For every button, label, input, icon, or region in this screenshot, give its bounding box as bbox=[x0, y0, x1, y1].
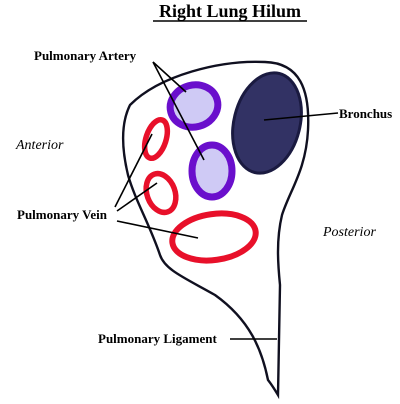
artery-leader-lower bbox=[152, 61, 205, 161]
posterior-label: Posterior bbox=[322, 225, 376, 240]
vein-leader-lower bbox=[116, 220, 199, 239]
pulmonary-artery-label: Pulmonary Artery bbox=[34, 48, 137, 63]
pulmonary-artery-lower bbox=[188, 141, 236, 201]
pulmonary-ligament-label: Pulmonary Ligament bbox=[98, 331, 217, 346]
bronchus-leader bbox=[263, 112, 339, 121]
pulmonary-vein-lower bbox=[169, 210, 259, 264]
anterior-label: Anterior bbox=[15, 138, 64, 153]
vein-leader-upper bbox=[114, 133, 153, 208]
pulmonary-vein-middle bbox=[143, 170, 179, 216]
diagram-title: Right Lung Hilum bbox=[159, 1, 301, 21]
bronchus-lumen bbox=[231, 71, 303, 175]
bronchus-label: Bronchus bbox=[339, 106, 392, 121]
artery-leader-upper bbox=[152, 61, 187, 93]
pulmonary-vein-label: Pulmonary Vein bbox=[17, 207, 108, 222]
vein-leader-middle bbox=[116, 182, 158, 212]
pulmonary-vein-upper bbox=[141, 116, 171, 162]
